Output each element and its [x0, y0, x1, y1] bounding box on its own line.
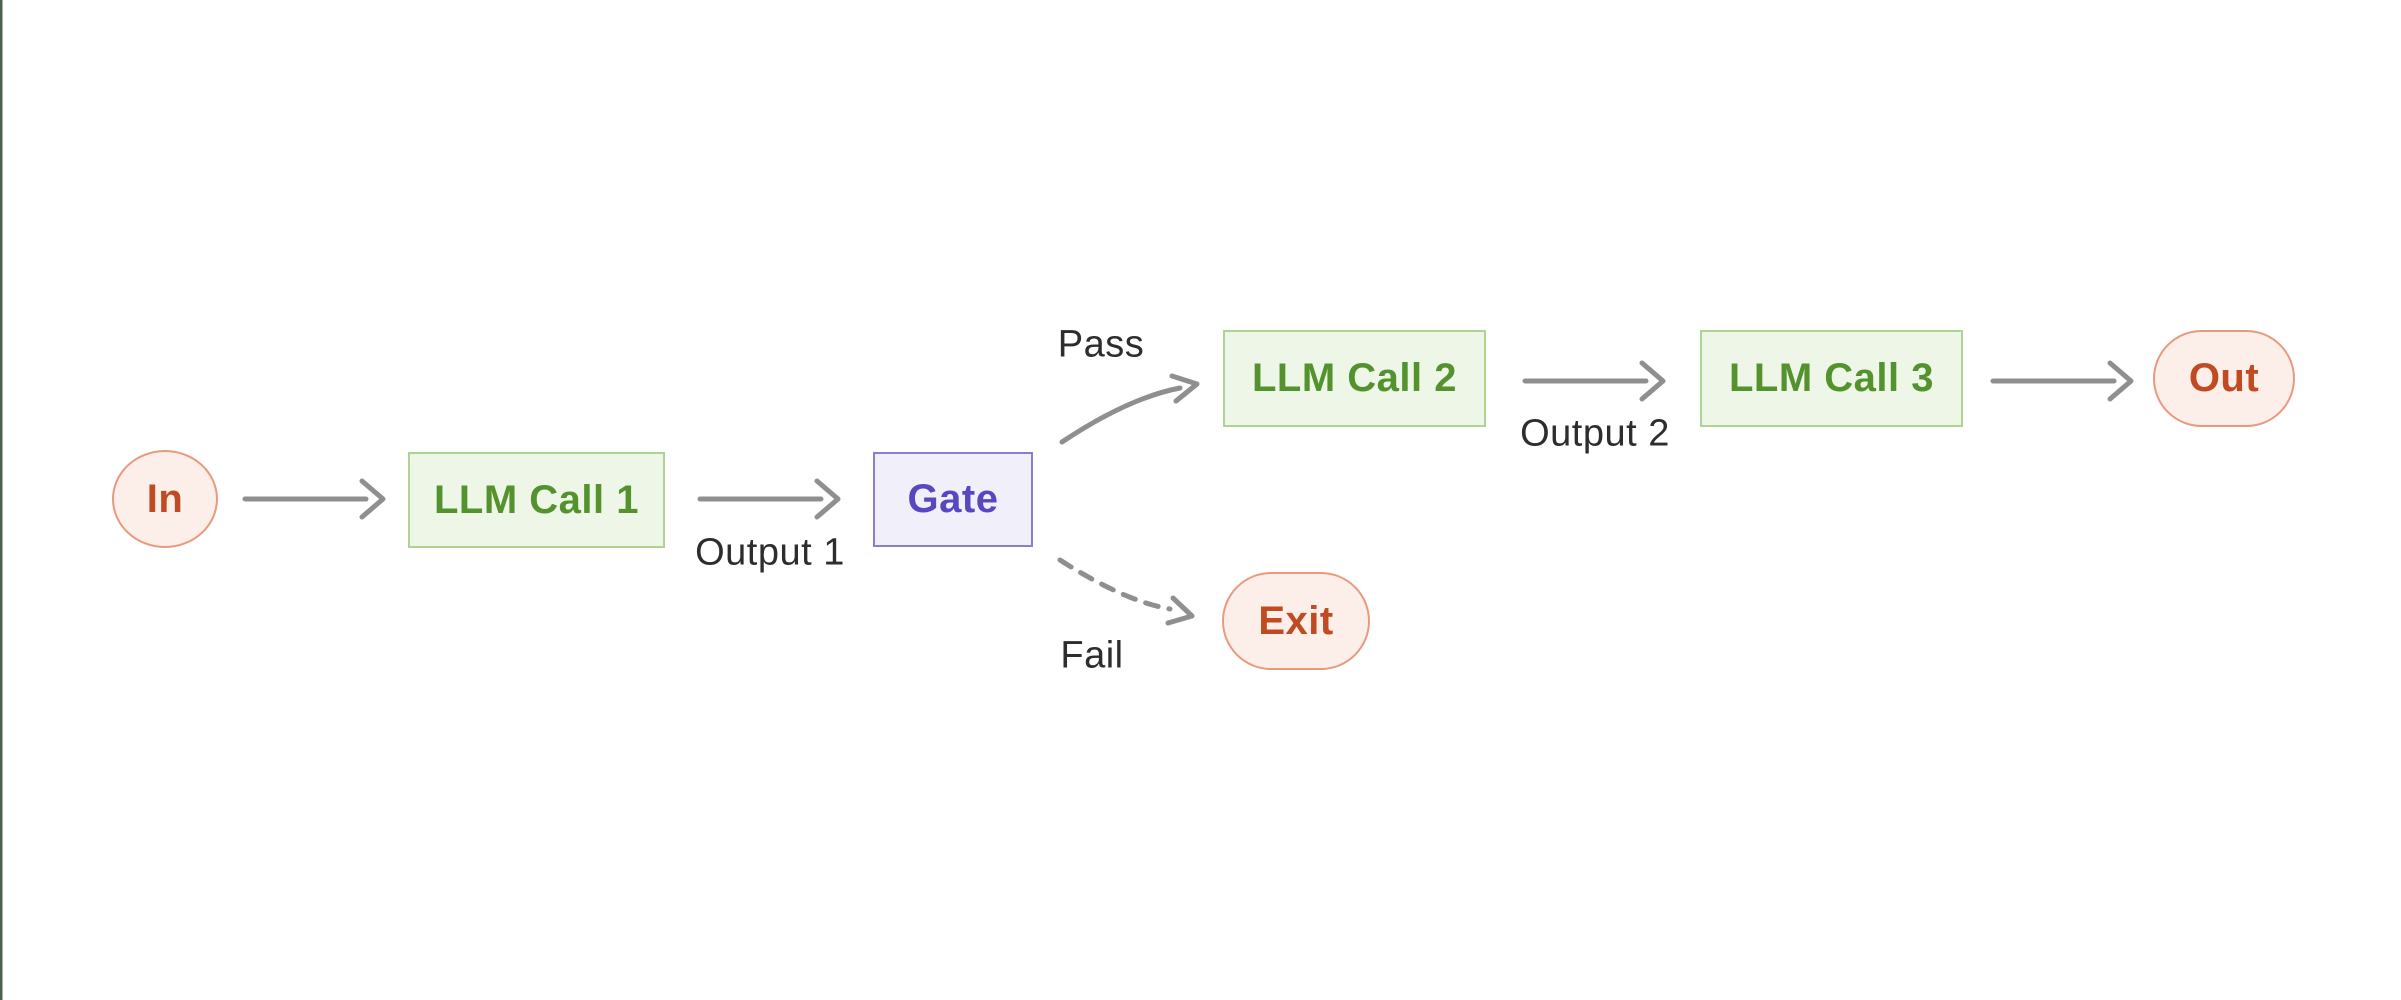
- edge-label-output-1: Output 1: [695, 531, 845, 574]
- edge-llm-call-3-to-out: [1990, 360, 2134, 402]
- edge-label-fail: Fail: [1060, 634, 1124, 677]
- edge-gate-to-llm-call-2-pass: [1059, 373, 1200, 445]
- node-out: Out: [2153, 330, 2295, 427]
- edge-llm-call-2-to-llm-call-3: [1522, 360, 1666, 402]
- edge-gate-to-exit-fail: [1057, 557, 1195, 626]
- left-accent-line: [0, 0, 3, 1000]
- node-llm-call-3: LLM Call 3: [1700, 330, 1963, 427]
- node-llm-call-2: LLM Call 2: [1223, 330, 1486, 427]
- edge-in-to-llm-call-1: [242, 478, 386, 520]
- edge-llm-call-1-to-gate: [697, 478, 841, 520]
- node-exit: Exit: [1222, 572, 1370, 670]
- edge-label-pass: Pass: [1057, 323, 1145, 366]
- edge-label-output-2: Output 2: [1520, 412, 1670, 455]
- node-llm-call-3-label: LLM Call 3: [1728, 356, 1935, 400]
- node-gate-label: Gate: [907, 477, 999, 521]
- node-llm-call-1: LLM Call 1: [408, 452, 665, 548]
- node-in-label: In: [146, 476, 184, 521]
- node-out-label: Out: [2188, 356, 2260, 400]
- node-gate: Gate: [873, 452, 1033, 547]
- node-llm-call-1-label: LLM Call 1: [433, 477, 640, 522]
- node-llm-call-2-label: LLM Call 2: [1251, 356, 1458, 400]
- node-exit-label: Exit: [1258, 598, 1334, 643]
- node-in: In: [112, 450, 218, 548]
